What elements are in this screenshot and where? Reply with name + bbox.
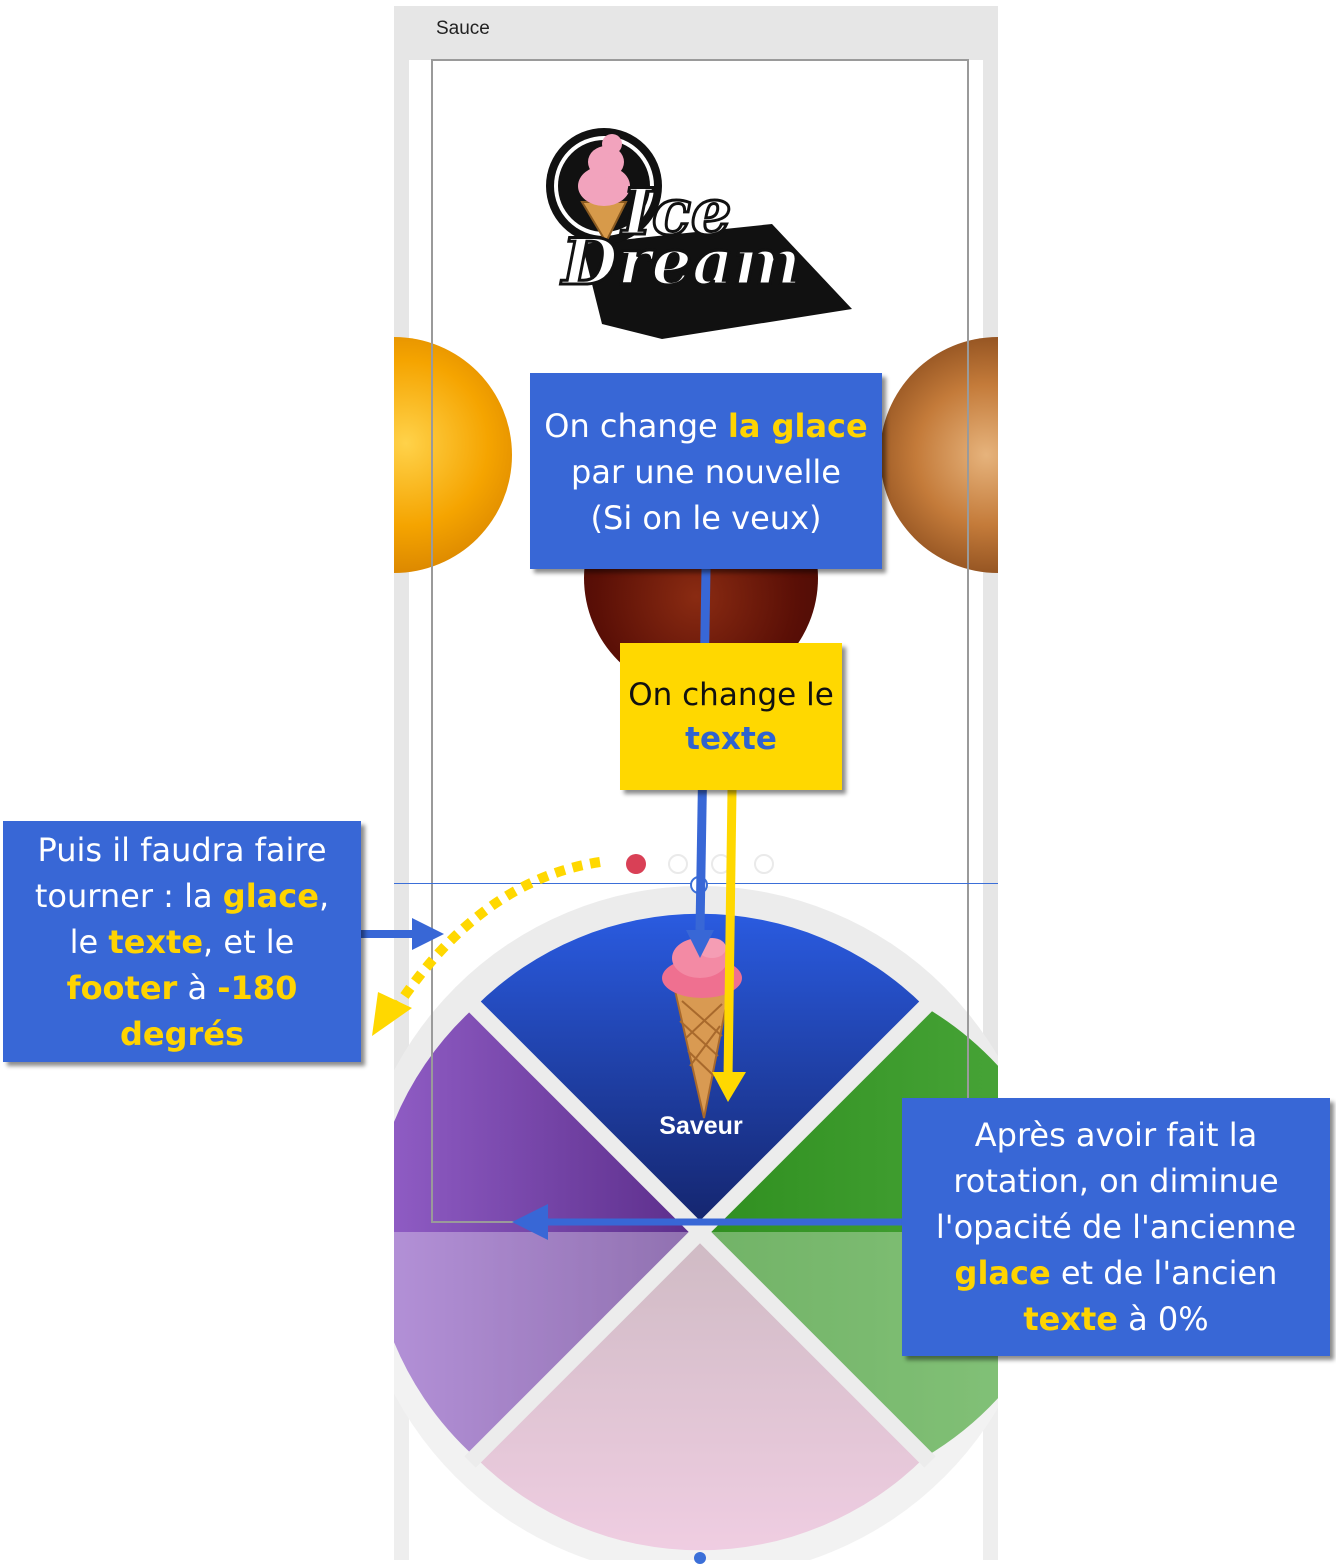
ice-dream-logo: Ice Dream: [546, 128, 852, 339]
callout-top-line3: (Si on le veux): [590, 499, 822, 537]
callout-middle-line1: On change le: [628, 677, 834, 713]
callout-left-text: tourner : la: [34, 877, 223, 915]
callout-left-text: à: [177, 969, 218, 1007]
callout-left-text: ,: [318, 877, 330, 915]
callout-opacity: Après avoir fait la rotation, on diminue…: [902, 1098, 1330, 1356]
logo-line1: Ice: [620, 175, 732, 250]
callout-right-text: et de l'ancien: [1050, 1254, 1278, 1292]
callout-right-line3: l'opacité de l'ancienne: [935, 1208, 1297, 1246]
callout-left-highlight: texte: [108, 923, 204, 961]
callout-middle-highlight: texte: [685, 721, 777, 757]
callout-left-highlight: glace: [222, 877, 319, 915]
logo-line2: Dream: [560, 225, 801, 300]
callout-change-text: On change le texte: [620, 643, 842, 790]
callout-top-text: On change: [544, 407, 728, 445]
callout-left-line1: Puis il faudra faire: [37, 831, 327, 869]
wheel-segment-pink[interactable]: [475, 1232, 925, 1551]
callout-left-text: , et le: [203, 923, 295, 961]
callout-left-text: le: [69, 923, 109, 961]
callout-right-text: à 0%: [1117, 1300, 1209, 1338]
pagination-dot[interactable]: [754, 854, 774, 874]
artboard-panel: Sauce Ice Dream: [394, 6, 998, 1560]
callout-rotate: Puis il faudra faire tourner : la glace,…: [3, 821, 361, 1062]
pagination-dot[interactable]: [668, 854, 688, 874]
callout-top-line2: par une nouvelle: [571, 453, 841, 491]
callout-left-highlight: -180: [217, 969, 298, 1007]
callout-top-highlight: la glace: [727, 407, 868, 445]
rotation-path-arrow: [390, 857, 601, 1013]
callout-change-ice-cream: On change la glace par une nouvelle (Si …: [530, 373, 882, 569]
callout-right-highlight: texte: [1023, 1300, 1118, 1338]
callout-right-line2: rotation, on diminue: [953, 1162, 1279, 1200]
callout-right-highlight: glace: [954, 1254, 1051, 1292]
wheel-fade-overlay: [394, 1232, 998, 1560]
callout-right-line1: Après avoir fait la: [974, 1116, 1258, 1154]
pagination-dot-active[interactable]: [626, 854, 646, 874]
callout-left-highlight: degrés: [119, 1015, 245, 1053]
flavor-label: Saveur: [659, 1112, 743, 1140]
artboard-title[interactable]: Sauce: [436, 18, 490, 39]
callout-left-highlight: footer: [66, 969, 178, 1007]
arrow-middle-callout: [723, 789, 737, 1079]
